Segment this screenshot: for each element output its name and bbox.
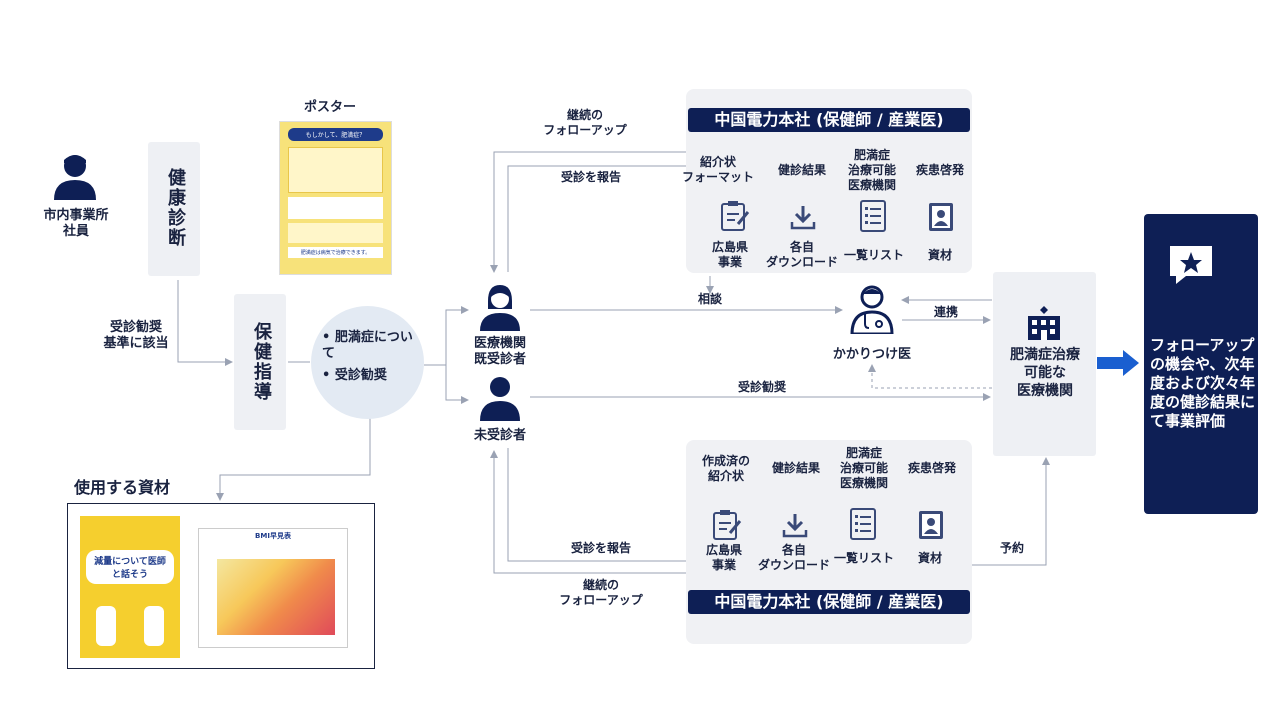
bottom-col1-bottom: 広島県 事業 xyxy=(705,543,742,572)
top-col1-top: 紹介状 フォーマット xyxy=(682,155,755,184)
materials-title: 使用する資材 xyxy=(74,478,171,497)
form-edit-icon xyxy=(712,509,742,545)
consult-label: 相談 xyxy=(697,292,722,306)
top-col2-bottom: 各自 ダウンロード xyxy=(765,240,838,269)
top-col3-top: 肥満症 治療可能 医療機関 xyxy=(847,148,896,192)
materials-frame: 減量について医師と話そう BMI早見表 xyxy=(67,503,375,669)
visited-person-icon xyxy=(478,283,522,335)
visited-label: 医療機関 既受診者 xyxy=(473,336,526,367)
renkei-label: 連携 xyxy=(933,305,958,319)
continue-followup-top: 継続の フォローアップ xyxy=(543,108,627,137)
bottom-col2-top: 健診結果 xyxy=(771,461,820,475)
bottom-panel-header: 中国電力本社 (保健師 / 産業医) xyxy=(688,590,970,614)
hospital-building-icon xyxy=(1024,306,1064,344)
topic-recommend: 受診勧奨 xyxy=(334,368,387,383)
bottom-col3-bottom: 一覧リスト xyxy=(833,551,894,565)
top-panel-header: 中国電力本社 (保健師 / 産業医) xyxy=(688,108,970,132)
health-check-box xyxy=(148,142,200,276)
checklist-icon xyxy=(850,508,876,544)
evaluation-label: フォローアップの機会や、次年度および次々年度の健診結果にて事業評価 xyxy=(1150,336,1256,430)
poster-headline: もしかして、肥満症？ xyxy=(288,128,383,141)
doctor-icon xyxy=(848,284,896,338)
kanshou-label: 受診勧奨 xyxy=(737,380,786,394)
hospital-label: 肥満症治療 可能な 医療機関 xyxy=(1010,347,1080,399)
bottom-col4-bottom: 資材 xyxy=(917,551,942,565)
bottom-col1-top: 作成済の 紹介状 xyxy=(701,454,750,483)
topic-obesity: 肥満症について xyxy=(322,330,413,361)
poster-title: ポスター xyxy=(303,100,356,115)
brochure-text: 減量について医師と話そう xyxy=(86,550,174,584)
health-guidance-box xyxy=(234,294,286,430)
top-col4-top: 疾患啓発 xyxy=(915,163,964,177)
top-col2-top: 健診結果 xyxy=(777,163,826,177)
top-col4-bottom: 資材 xyxy=(927,248,952,262)
bottom-col4-top: 疾患啓発 xyxy=(907,461,956,475)
download-icon xyxy=(782,512,808,542)
bmi-title: BMI早見表 xyxy=(255,532,291,540)
yoyaku-label: 予約 xyxy=(999,541,1024,555)
top-col3-bottom: 一覧リスト xyxy=(843,248,904,262)
criteria-label: 受診勧奨 基準に該当 xyxy=(103,320,169,351)
employee-person-icon xyxy=(52,152,98,204)
employee-label: 市内事業所 社員 xyxy=(43,208,109,239)
brochure-image: 減量について医師と話そう xyxy=(80,516,180,658)
download-icon xyxy=(790,204,816,234)
doctor-label: かかりつけ医 xyxy=(832,347,912,362)
health-check-label: 健康診断 xyxy=(165,168,186,248)
right-arrow-icon xyxy=(1097,348,1141,382)
topics-list: • 肥満症について • 受診勧奨 xyxy=(322,330,413,383)
report-bottom: 受診を報告 xyxy=(570,541,631,555)
top-col1-bottom: 広島県 事業 xyxy=(711,240,748,269)
bmi-chart-image: BMI早見表 xyxy=(198,528,348,648)
checklist-icon xyxy=(860,200,886,236)
star-comment-icon xyxy=(1168,244,1214,290)
poster-bottom: 肥満症は病気で治療できます。 xyxy=(288,247,383,258)
profile-book-icon xyxy=(918,510,944,544)
topics-circle xyxy=(311,306,424,419)
profile-book-icon xyxy=(928,202,954,236)
report-top: 受診を報告 xyxy=(560,170,621,184)
hospital-box xyxy=(993,272,1096,456)
form-edit-icon xyxy=(720,200,750,236)
not-visited-person-icon xyxy=(478,375,522,425)
poster-image: もしかして、肥満症？ 肥満症は病気で治療できます。 xyxy=(279,121,392,275)
bottom-col2-bottom: 各自 ダウンロード xyxy=(757,543,830,572)
health-guidance-label: 保健指導 xyxy=(251,322,272,402)
not-visited-label: 未受診者 xyxy=(473,428,526,443)
bottom-col3-top: 肥満症 治療可能 医療機関 xyxy=(839,446,888,490)
continue-followup-bottom: 継続の フォローアップ xyxy=(559,578,643,607)
